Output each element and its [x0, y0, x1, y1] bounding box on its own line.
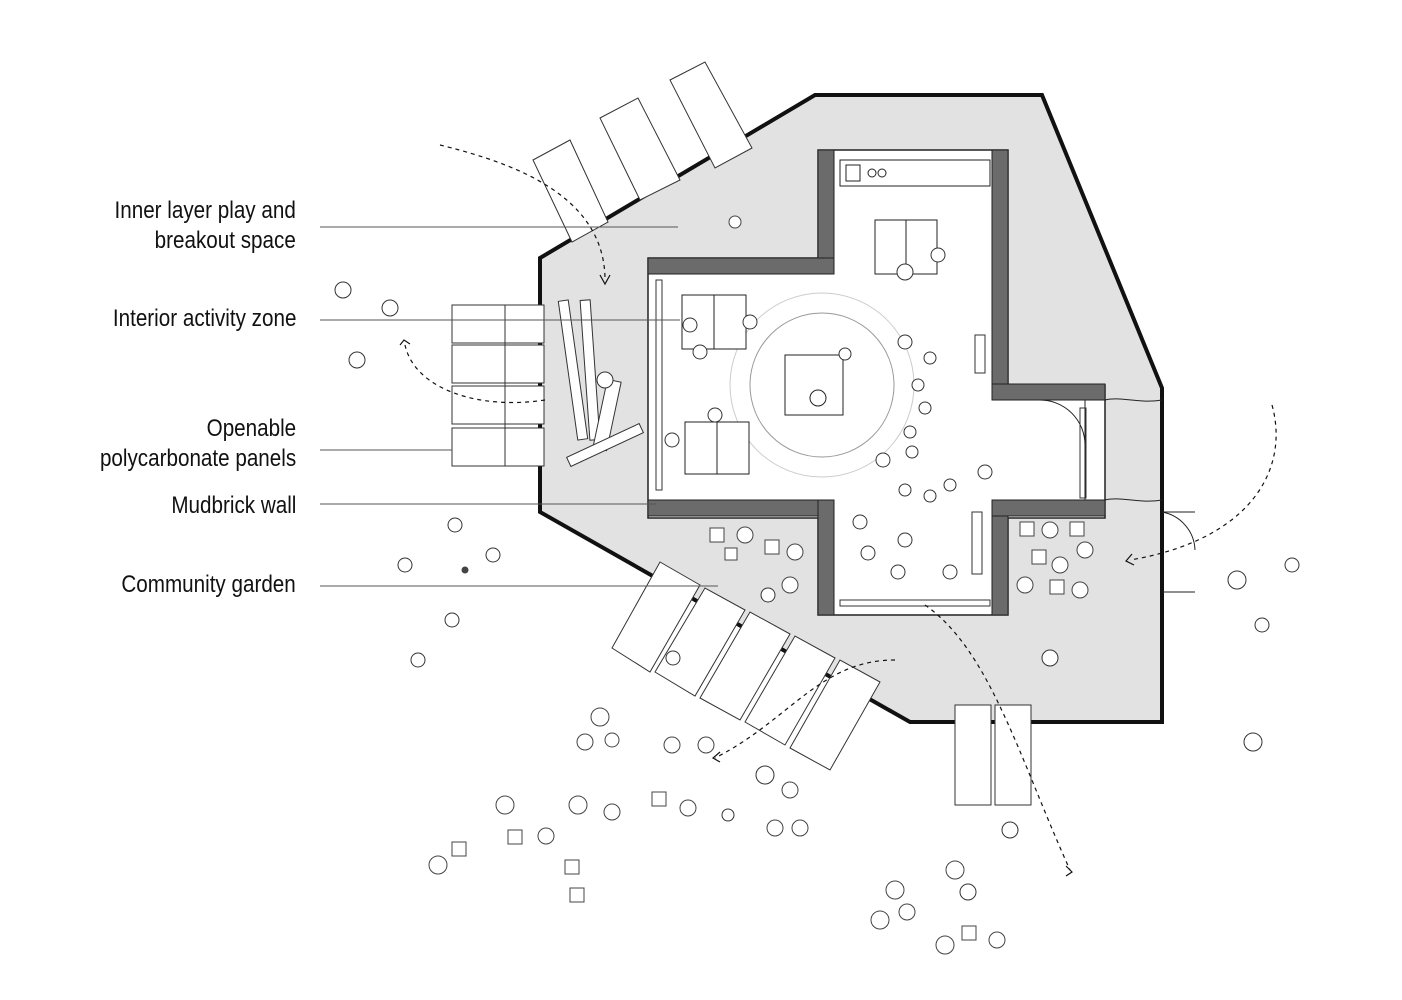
inner-glazing [655, 279, 1087, 607]
polycarbonate-panels-bottom [611, 561, 881, 771]
mudbrick-walls [647, 149, 1106, 616]
polycarbonate-panels-left [451, 304, 545, 467]
timber-stack [557, 299, 645, 468]
garden-planters [428, 215, 1094, 955]
entry-openings [1039, 398, 1196, 593]
polycarbonate-panels-south [954, 704, 1032, 806]
polycarbonate-panels-top [532, 61, 753, 243]
kitchenette [839, 159, 991, 187]
people-figures [334, 247, 1300, 901]
arrow-heads [399, 274, 1135, 877]
center-table [784, 354, 844, 416]
leader-lines [320, 226, 718, 587]
circulation-arrows [404, 144, 1277, 871]
